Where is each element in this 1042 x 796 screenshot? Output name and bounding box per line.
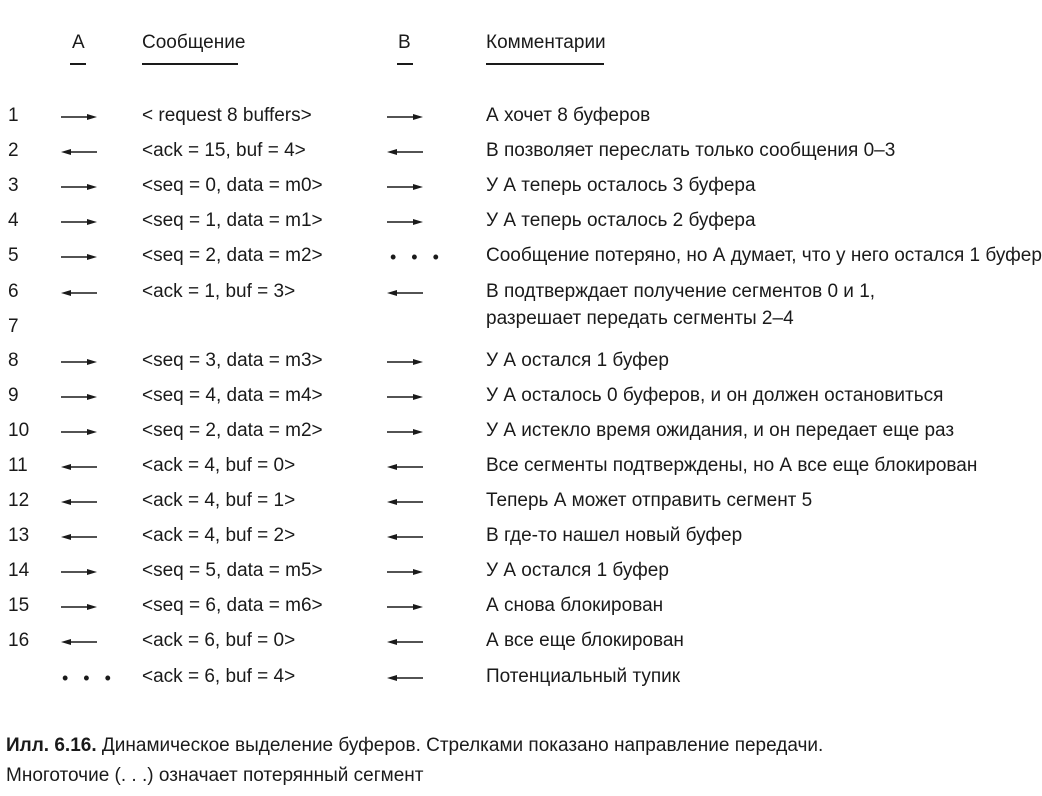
figure-caption-line2: Многоточие (. . .) означает потерянный с… [6,765,424,786]
header-a-underline [70,63,86,65]
message-text: < request 8 buffers> [142,105,312,126]
message-text: <seq = 0, data = m0> [142,175,323,197]
arrow-right-icon [387,604,423,611]
row-number: 2 [8,140,19,162]
row-number: 7 [8,315,19,337]
row-number: 1 [8,105,19,126]
message-text: <seq = 5, data = m5> [142,560,323,582]
message-text: <ack = 1, buf = 3> [142,280,296,302]
lost-segment-dots-icon: • • • [390,247,444,268]
arrow-right-icon [61,604,97,611]
arrow-left-icon [387,463,423,470]
comment-text: У А истекло время ожидания, и он передае… [486,419,955,441]
message-text: <seq = 6, data = m6> [142,595,323,617]
message-text: <seq = 3, data = m3> [142,349,323,371]
header-comment: Комментарии [486,32,606,53]
arrow-left-icon [387,499,423,506]
row-number: 3 [8,175,19,197]
row-number: 13 [8,525,30,547]
comment-text: А все еще блокирован [486,630,684,652]
message-text: <ack = 6, buf = 4> [142,665,296,687]
comment-text: В позволяет переслать только сообщения 0… [486,140,896,162]
comment-text: Теперь А может отправить сегмент 5 [486,490,813,512]
arrow-right-icon [61,254,97,261]
message-text: <seq = 1, data = m1> [142,210,323,232]
row-number: 8 [8,349,19,371]
message-text: <ack = 6, buf = 0> [142,630,296,652]
header-a: A [72,32,85,53]
arrow-left-icon [61,463,97,470]
comment-text: А снова блокирован [486,595,664,617]
arrow-left-icon [61,149,97,156]
arrow-right-icon [61,114,97,120]
comment-text: У А осталось 0 буферов, и он должен оста… [486,384,944,406]
row-number: 11 [8,454,28,476]
header-message: Сообщение [142,32,246,53]
arrow-left-icon [387,534,423,541]
row-number: 4 [8,210,19,232]
message-text: <ack = 15, buf = 4> [142,140,306,162]
arrow-right-icon [387,428,423,435]
comment-text: А хочет 8 буферов [486,105,651,126]
lost-segment-dots-icon: • • • [62,667,116,688]
comment-text: У А остался 1 буфер [486,349,669,371]
arrow-left-icon [387,674,423,681]
header-message-underline [142,63,238,65]
arrow-right-icon [61,428,97,435]
row-number: 10 [8,419,30,441]
arrow-left-icon [61,499,97,506]
arrow-right-icon [61,393,97,400]
arrow-right-icon [61,219,97,226]
row-number: 9 [8,384,19,406]
row-number: 16 [8,630,30,652]
figure-caption-text: Динамическое выделение буферов. Стрелкам… [96,735,824,756]
header-b-underline [397,63,413,65]
header-comment-underline [486,63,604,65]
arrow-left-icon [387,289,423,296]
arrow-left-icon [61,639,97,646]
comment-text: разрешает передать сегменты 2–4 [486,307,794,329]
arrow-left-icon [61,534,97,541]
arrow-left-icon [387,149,423,156]
message-text: <ack = 4, buf = 1> [142,490,296,512]
comment-text: В подтверждает получение сегментов 0 и 1… [486,280,876,302]
comment-text: Сообщение потеряно, но А думает, что у н… [486,245,1042,267]
arrow-right-icon [387,219,423,226]
comment-text: У А теперь осталось 2 буфера [486,210,756,232]
message-text: <seq = 2, data = m2> [142,245,323,267]
arrow-left-icon [61,289,97,296]
arrow-left-icon [387,639,423,646]
row-number: 15 [8,595,30,617]
comment-text: У А остался 1 буфер [486,560,669,582]
message-text: <seq = 2, data = m2> [142,419,323,441]
figure-caption-line1: Илл. 6.16. Динамическое выделение буферо… [6,731,823,761]
row-number: 14 [8,560,30,582]
arrow-right-icon [387,184,423,191]
row-number: 5 [8,245,19,267]
row-number: 6 [8,280,19,302]
comment-text: Потенциальный тупик [486,665,681,687]
message-text: <ack = 4, buf = 2> [142,525,296,547]
comment-text: В где-то нашел новый буфер [486,525,743,547]
header-b: B [398,32,411,53]
row-number: 12 [8,490,30,512]
comment-text: Все сегменты подтверждены, но А все еще … [486,454,978,476]
figure-label: Илл. 6.16. [6,735,97,756]
arrow-right-icon [61,184,97,191]
arrow-right-icon [387,358,423,365]
message-text: <ack = 4, buf = 0> [142,454,296,476]
arrow-right-icon [387,393,423,400]
arrow-right-icon [387,569,423,576]
comment-text: У А теперь осталось 3 буфера [486,175,756,197]
arrow-right-icon [61,569,97,576]
arrow-right-icon [61,358,97,365]
message-text: <seq = 4, data = m4> [142,384,323,406]
arrow-right-icon [387,114,423,120]
